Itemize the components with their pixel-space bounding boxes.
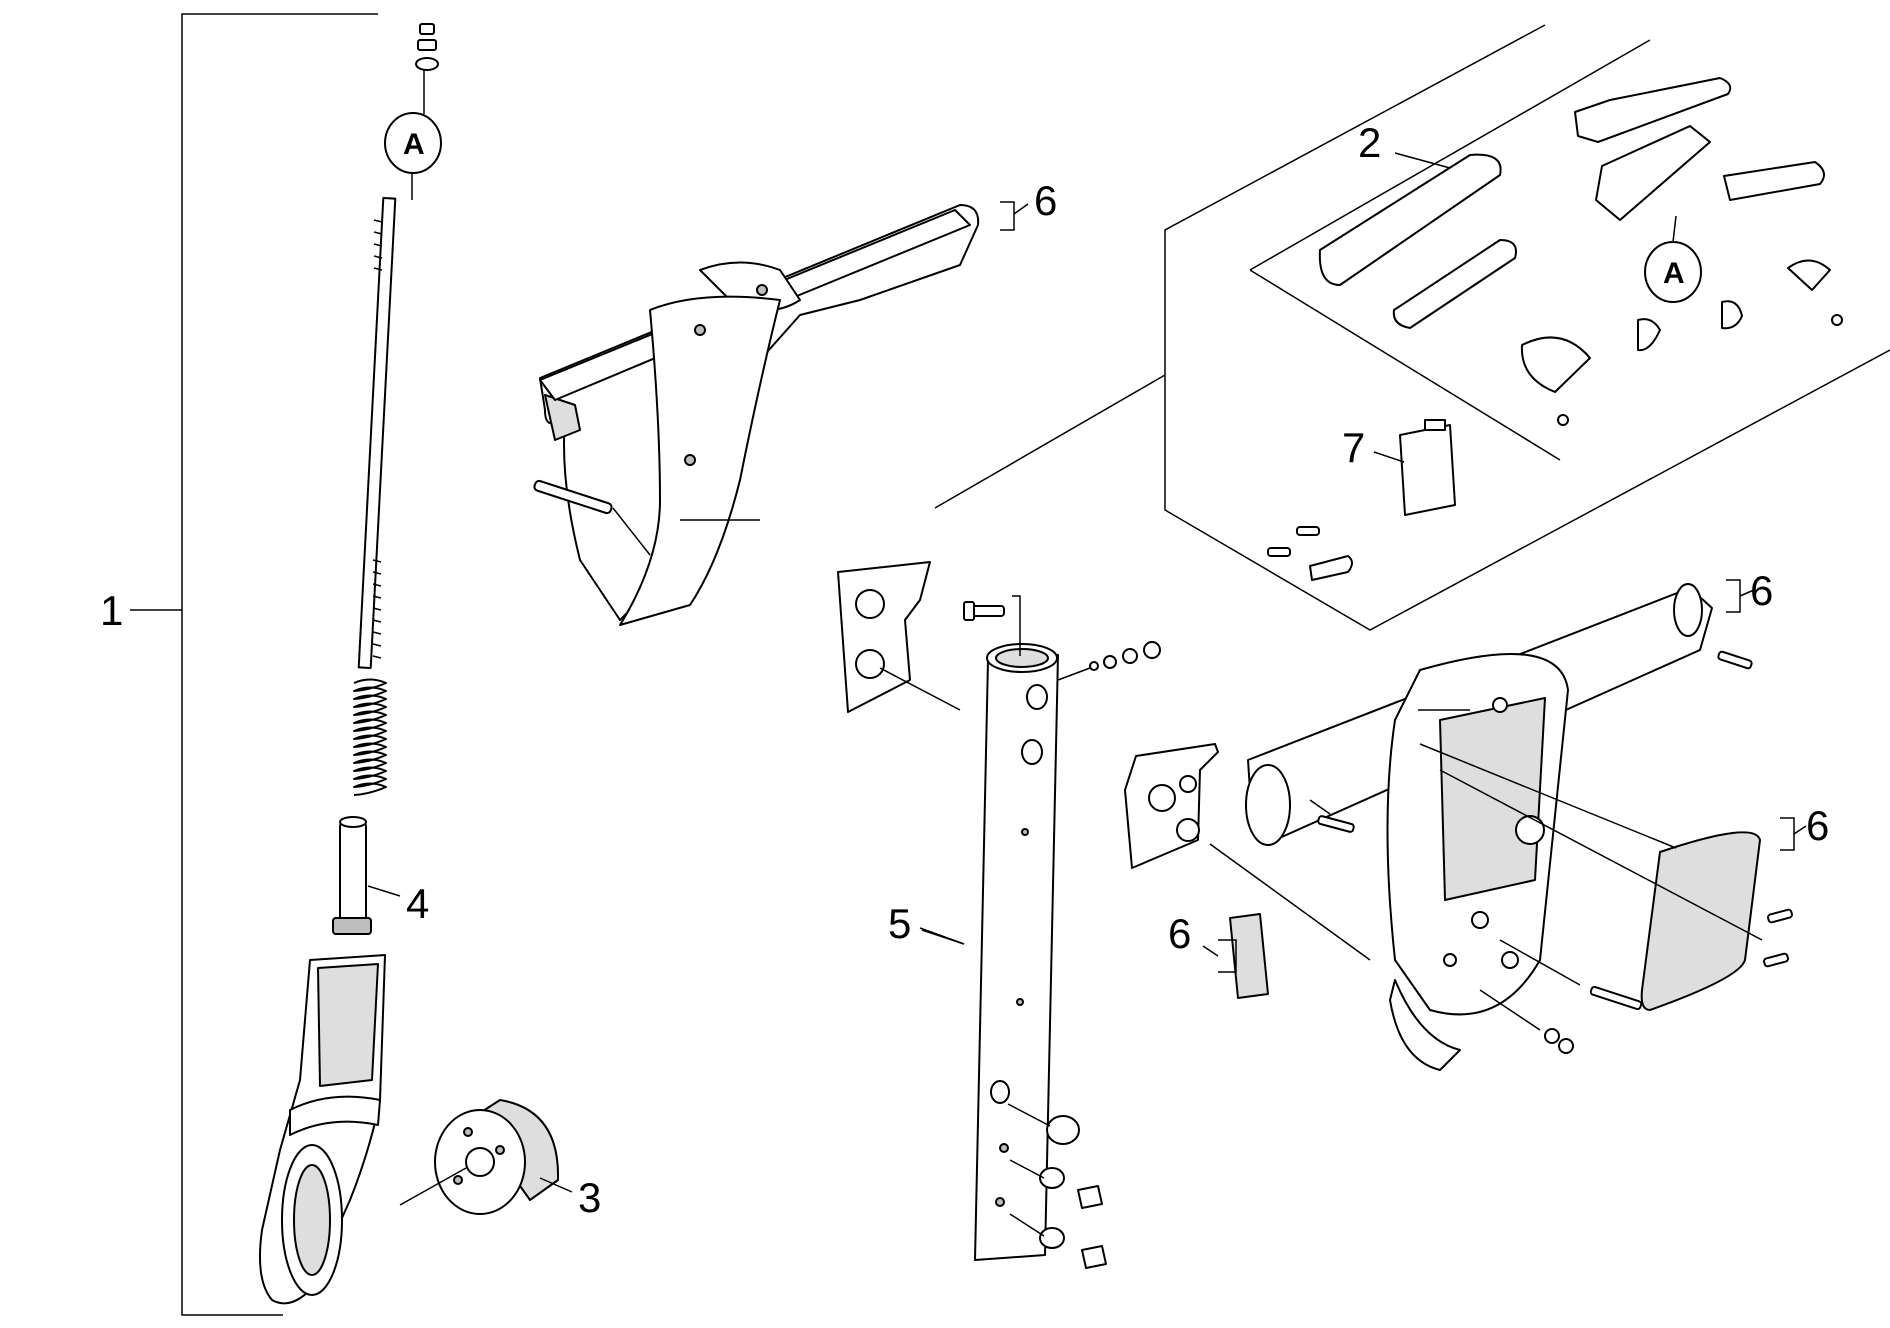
detail-box-parts [1267, 77, 1843, 581]
callout-1: 1 [100, 587, 123, 634]
detail-box-outline [934, 24, 1890, 631]
callout-7: 7 [1342, 424, 1365, 471]
callout-4: 4 [406, 880, 429, 927]
long-screw [533, 479, 651, 556]
handle-grip [259, 954, 386, 1305]
washer-set-right [1057, 641, 1161, 681]
callout-6-right-upper: 6 [1750, 567, 1773, 614]
adjustment-knob-part-3 [399, 1099, 573, 1215]
mount-plate-left [837, 561, 961, 713]
callout-numbers: 1 2 3 4 5 6 6 6 6 7 [100, 119, 1829, 1221]
callout-6-right-lower: 6 [1806, 802, 1829, 849]
marker-a-box-label: A [1663, 257, 1685, 290]
tube-assembly-part-5 [919, 595, 1059, 1261]
tube-top-screw [963, 601, 1005, 621]
clamp-bracket-center [1124, 743, 1371, 961]
callout-3: 3 [578, 1174, 601, 1221]
compression-spring [353, 678, 387, 796]
right-housing-frame [1386, 653, 1569, 1071]
callout-5: 5 [888, 900, 911, 947]
nut-stack [415, 23, 439, 114]
shaft-part-4 [332, 816, 401, 935]
detail-marker-a-rod: A [384, 112, 442, 174]
assembly-bracket-1 [130, 13, 378, 1316]
marker-a-label: A [403, 128, 425, 161]
grommet-and-bolts [1007, 1103, 1107, 1269]
fastener-leads-right [1309, 709, 1763, 1031]
callout-2: 2 [1358, 119, 1381, 166]
cover-plate-6 [1640, 831, 1761, 1011]
threaded-rod [357, 173, 413, 669]
callout-6-top: 6 [1034, 177, 1057, 224]
callout-leaders [921, 152, 1807, 973]
screws-right [1317, 650, 1793, 1054]
callout-6-left-pad: 6 [1168, 910, 1191, 957]
detail-marker-a-box: A [1644, 215, 1702, 303]
left-housing-frame [539, 204, 980, 626]
